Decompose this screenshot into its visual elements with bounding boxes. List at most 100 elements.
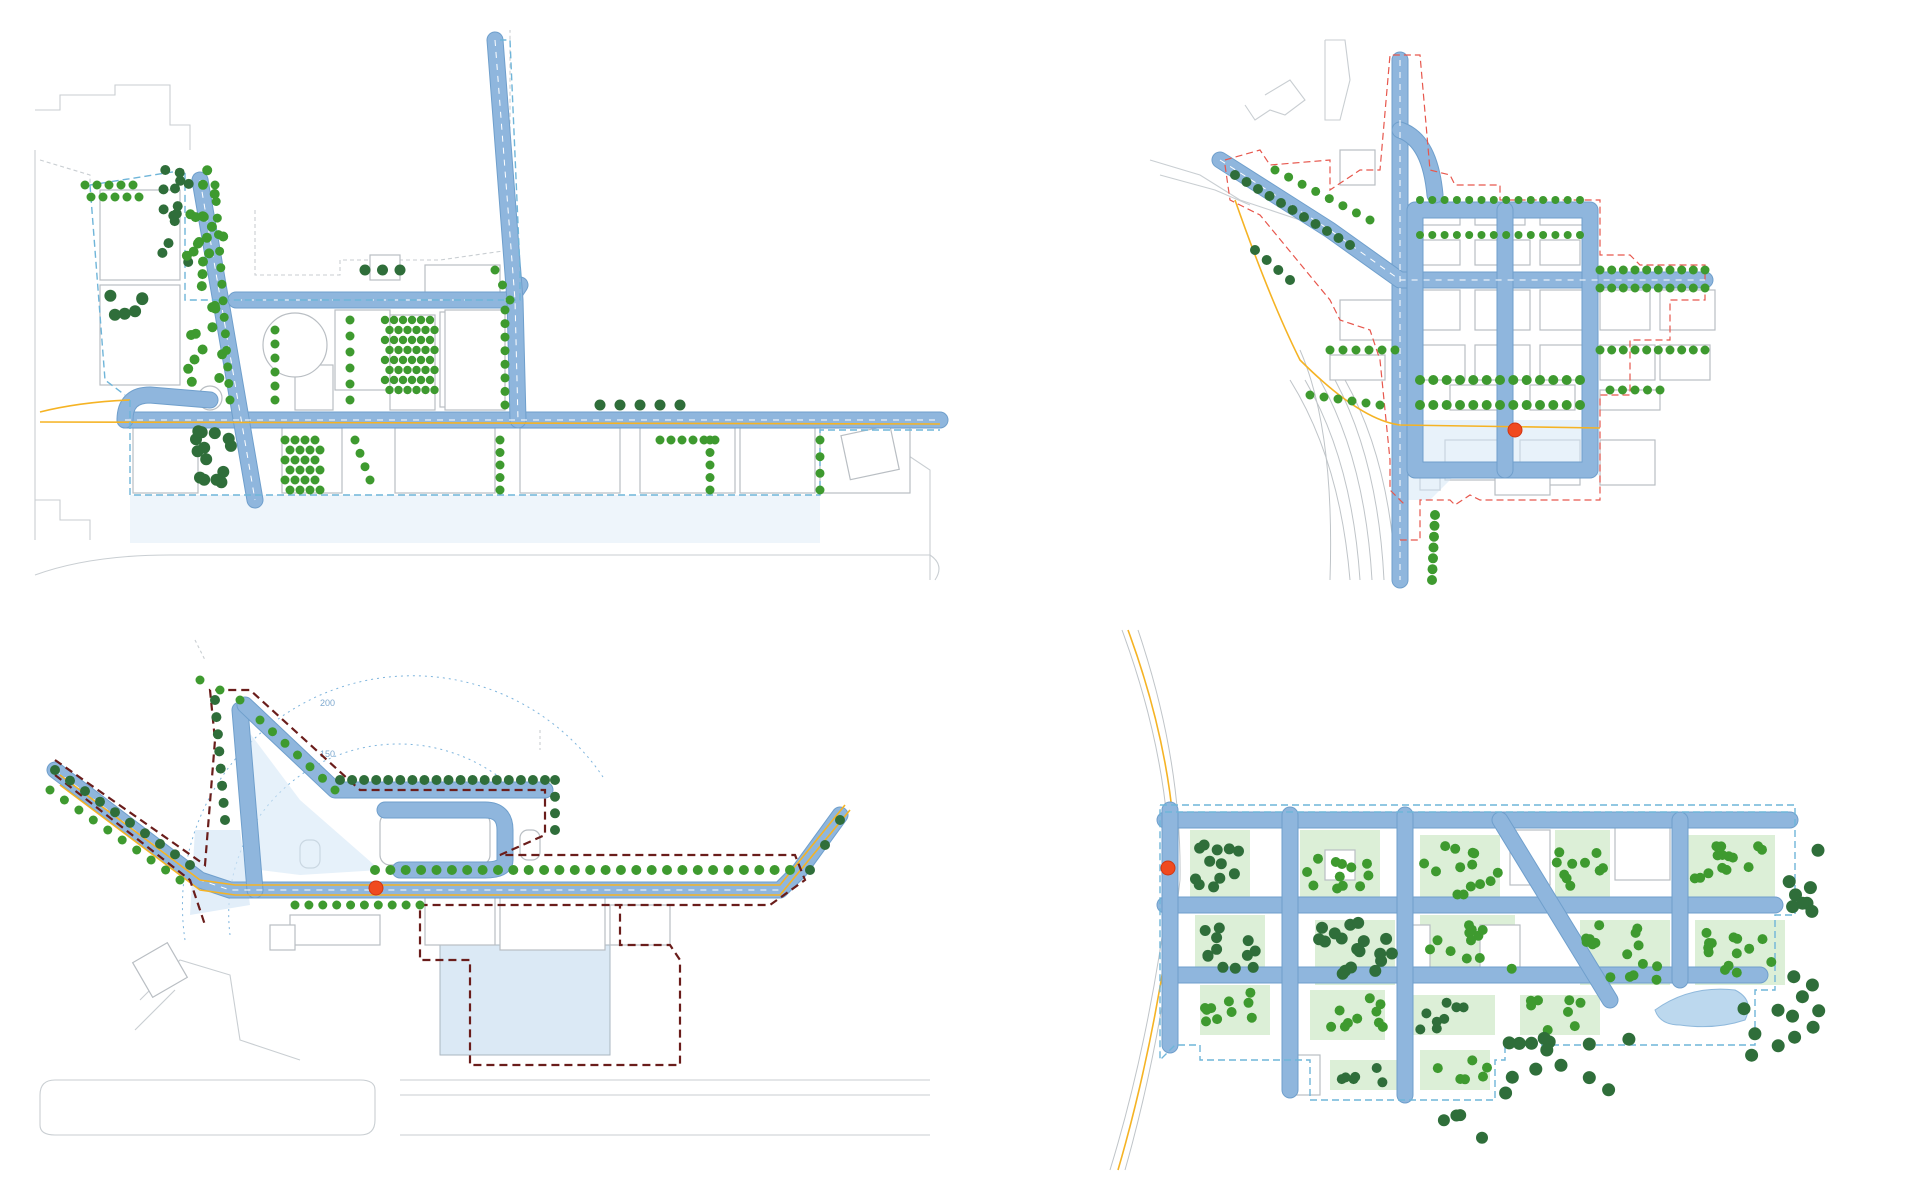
tree-icon [1637,958,1648,969]
tree-icon [332,900,342,910]
tree-icon [1474,953,1485,963]
tree-icon [290,475,300,485]
tree-icon [412,365,421,375]
tree-icon [1786,900,1800,914]
tree-icon [1352,1013,1363,1024]
tree-icon [1375,400,1385,410]
tree-icon [1703,947,1714,958]
tree-icon [1622,949,1633,960]
tree-icon [1575,375,1585,385]
context-lines [39,639,930,1136]
tree-icon [220,329,230,339]
tree-icon [1495,375,1505,385]
tree-icon [498,280,507,290]
tree-icon [290,435,300,445]
tree-icon [1464,920,1474,931]
tree-icon [1355,881,1366,892]
tree-icon [1440,841,1451,852]
tree-icon [815,468,825,478]
tree-icon [1373,1017,1384,1028]
tree-icon [1454,1109,1467,1122]
tree-icon [723,865,734,875]
tree-icon [209,300,220,311]
tree-icon [1502,231,1511,239]
tree-icon [554,865,565,875]
tree-icon [585,865,596,875]
tree-icon [1548,375,1559,385]
tree-icon [1425,944,1435,955]
tree-icon [1743,862,1754,873]
tree-icon [634,399,646,411]
tree-icon [1377,1077,1388,1088]
tree-icon [1795,990,1809,1004]
tree-icon [1643,385,1652,395]
tree-icon [500,319,510,329]
tree-icon [1700,265,1710,275]
tree-icon [1246,1012,1257,1023]
tree-icon [446,865,457,875]
tree-icon [769,865,780,875]
tree-icon [412,385,421,395]
tree-icon [380,375,390,385]
tree-icon [1363,870,1374,881]
tree-icon [1223,843,1235,855]
tree-icon [1445,946,1456,957]
tree-icon [1233,845,1244,857]
tree-icon [705,460,715,470]
tree-icon [170,183,180,194]
road-network [46,696,849,899]
tree-icon [280,738,290,748]
tree-icon [401,900,411,910]
plan-top-left [34,30,949,581]
tree-icon [222,345,231,355]
tree-icon [1630,265,1640,275]
tree-icon [373,900,383,910]
tree-icon [1630,345,1640,355]
tree-icon [1253,184,1263,194]
tree-icon [1475,879,1486,890]
tree-icon [1539,231,1548,239]
tree-icon [1466,935,1476,946]
tree-icon [1212,1014,1223,1025]
tree-icon [1334,871,1345,882]
tree-icon [419,775,430,785]
tree-icon [1745,1048,1759,1062]
tree-icon [646,865,657,875]
tree-icon [1476,1131,1488,1144]
tree-icon [692,865,703,875]
tree-icon [211,197,221,206]
tree-icon [1452,889,1463,900]
tree-icon [198,441,211,454]
tree-icon [1375,999,1386,1010]
tree-icon [705,435,715,445]
tree-icon [1569,1021,1580,1032]
tree-icon [455,775,466,785]
tree-icon [104,180,114,190]
tree-icon [155,838,165,849]
tree-icon [1771,1003,1785,1017]
tree-icon [218,296,228,306]
tree-icon [398,335,408,345]
tree-icon [500,305,510,315]
tree-icon [359,775,370,785]
tree-icon [416,865,427,875]
tree-icon [1716,841,1727,852]
tree-icon [280,455,290,465]
tree-icon [216,263,226,273]
tree-icon [310,435,320,445]
tree-icon [1319,392,1329,402]
tree-icon [318,773,327,783]
tree-icon [1618,385,1627,395]
tree-icon [550,791,560,802]
tree-icon [395,775,406,785]
tree-icon [305,762,315,772]
tree-icon [1521,375,1532,385]
tree-icon [95,796,105,807]
tree-icon [1477,231,1486,239]
tree-icon [662,865,672,875]
tree-icon [1336,967,1349,980]
tree-icon [383,775,394,785]
tree-icon [495,435,505,445]
tree-icon [1352,916,1365,929]
tree-icon [222,432,235,445]
